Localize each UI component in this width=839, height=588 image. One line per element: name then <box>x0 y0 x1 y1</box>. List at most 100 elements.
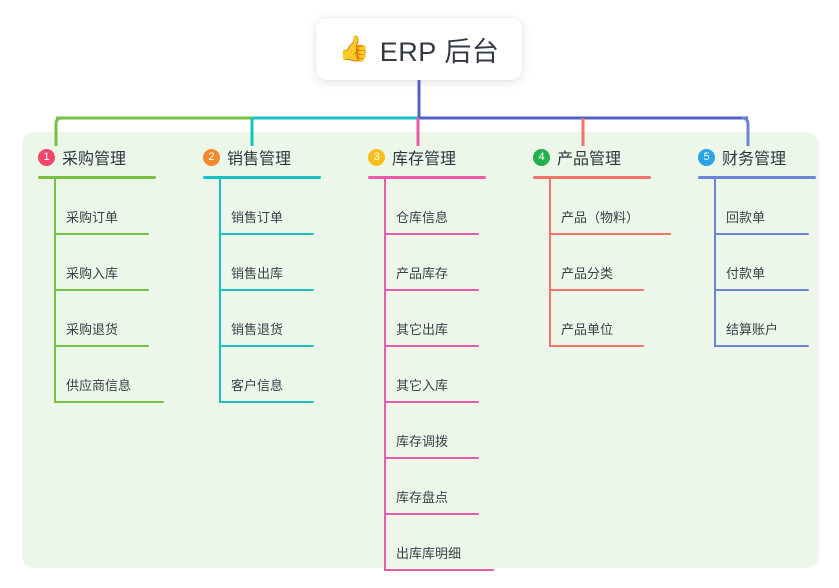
submodule-underline <box>549 233 671 235</box>
submodule-item[interactable]: 产品分类 <box>533 235 651 291</box>
column-spine <box>549 179 551 347</box>
modules-panel <box>22 132 819 568</box>
submodule-label: 采购入库 <box>66 266 119 281</box>
submodule-underline <box>714 233 809 235</box>
submodule-underline <box>714 345 809 347</box>
module-number-badge: 5 <box>698 148 715 166</box>
module-underline <box>533 176 651 179</box>
module-column-4: 4 产品管理产品（物料） 产品分类产品单位 <box>533 145 671 347</box>
submodule-underline <box>384 569 494 571</box>
submodule-label: 仓库信息 <box>396 210 449 225</box>
module-title: 财务管理 <box>722 151 787 168</box>
submodule-item[interactable]: 库存调拨 <box>368 403 486 459</box>
module-column-3: 3 库存管理仓库信息产品库存其它出库其它入库库存调拨库存盘点出库库明细 <box>368 145 494 571</box>
submodule-item[interactable]: 采购退货 <box>38 291 156 347</box>
submodule-list: 产品（物料） 产品分类产品单位 <box>533 179 671 347</box>
module-number-badge: 2 <box>203 148 220 166</box>
module-underline <box>38 176 156 179</box>
submodule-label: 其它出库 <box>396 322 449 337</box>
submodule-underline <box>549 289 644 291</box>
thumbs-up-icon: 👍 <box>338 34 370 63</box>
submodule-label: 客户信息 <box>231 378 284 393</box>
module-header-2[interactable]: 2 销售管理 <box>203 145 321 169</box>
submodule-item[interactable]: 仓库信息 <box>368 179 486 235</box>
submodule-underline <box>54 289 149 291</box>
submodule-underline <box>219 289 314 291</box>
submodule-item[interactable]: 出库库明细 <box>368 515 494 571</box>
submodule-label: 采购订单 <box>66 210 119 225</box>
submodule-label: 结算账户 <box>726 322 779 337</box>
submodule-item[interactable]: 回款单 <box>698 179 816 235</box>
module-column-1: 1 采购管理采购订单采购入库采购退货供应商信息 <box>38 145 164 403</box>
module-header-4[interactable]: 4 产品管理 <box>533 145 651 169</box>
submodule-label: 销售订单 <box>231 210 284 225</box>
root-title: ERP 后台 <box>379 36 500 67</box>
module-underline <box>203 176 321 179</box>
module-underline <box>368 176 486 179</box>
module-number-badge: 3 <box>368 148 385 166</box>
module-title: 库存管理 <box>392 151 457 168</box>
submodule-label: 产品（物料） <box>561 210 640 225</box>
submodule-label: 产品单位 <box>561 322 614 337</box>
submodule-item[interactable]: 产品（物料） <box>533 179 671 235</box>
submodule-item[interactable]: 采购入库 <box>38 235 156 291</box>
submodule-item[interactable]: 其它出库 <box>368 291 486 347</box>
module-header-1[interactable]: 1 采购管理 <box>38 145 156 169</box>
submodule-item[interactable]: 库存盘点 <box>368 459 486 515</box>
module-number-badge: 1 <box>38 148 55 166</box>
submodule-list: 回款单付款单结算账户 <box>698 179 816 347</box>
submodule-list: 采购订单采购入库采购退货供应商信息 <box>38 179 164 403</box>
submodule-label: 库存盘点 <box>396 490 449 505</box>
column-spine <box>384 179 386 571</box>
submodule-label: 其它入库 <box>396 378 449 393</box>
submodule-underline <box>549 345 644 347</box>
submodule-underline <box>384 513 479 515</box>
submodule-label: 付款单 <box>726 266 766 281</box>
submodule-item[interactable]: 结算账户 <box>698 291 816 347</box>
submodule-item[interactable]: 销售出库 <box>203 235 321 291</box>
submodule-underline <box>219 233 314 235</box>
submodule-label: 出库库明细 <box>396 546 462 561</box>
column-spine <box>54 179 56 403</box>
module-title: 销售管理 <box>227 151 292 168</box>
submodule-list: 仓库信息产品库存其它出库其它入库库存调拨库存盘点出库库明细 <box>368 179 494 571</box>
column-spine <box>219 179 221 403</box>
submodule-underline <box>54 345 149 347</box>
submodule-item[interactable]: 付款单 <box>698 235 816 291</box>
submodule-underline <box>384 457 479 459</box>
submodule-underline <box>219 401 314 403</box>
submodule-label: 销售退货 <box>231 322 284 337</box>
submodule-label: 回款单 <box>726 210 766 225</box>
submodule-label: 产品库存 <box>396 266 449 281</box>
submodule-underline <box>54 233 149 235</box>
module-column-5: 5 财务管理回款单付款单结算账户 <box>698 145 816 347</box>
module-header-3[interactable]: 3 库存管理 <box>368 145 486 169</box>
root-node[interactable]: 👍 ERP 后台 <box>316 18 522 80</box>
module-underline <box>698 176 816 179</box>
submodule-label: 产品分类 <box>561 266 614 281</box>
submodule-item[interactable]: 销售订单 <box>203 179 321 235</box>
submodule-underline <box>384 289 479 291</box>
submodule-item[interactable]: 供应商信息 <box>38 347 164 403</box>
submodule-list: 销售订单销售出库销售退货客户信息 <box>203 179 321 403</box>
module-title: 产品管理 <box>557 151 622 168</box>
submodule-underline <box>384 345 479 347</box>
module-header-5[interactable]: 5 财务管理 <box>698 145 816 169</box>
submodule-item[interactable]: 采购订单 <box>38 179 156 235</box>
submodule-label: 销售出库 <box>231 266 284 281</box>
submodule-label: 供应商信息 <box>66 378 132 393</box>
submodule-item[interactable]: 其它入库 <box>368 347 486 403</box>
submodule-item[interactable]: 客户信息 <box>203 347 321 403</box>
submodule-item[interactable]: 产品单位 <box>533 291 651 347</box>
submodule-underline <box>54 401 164 403</box>
module-title: 采购管理 <box>62 151 127 168</box>
submodule-item[interactable]: 销售退货 <box>203 291 321 347</box>
submodule-underline <box>714 289 809 291</box>
submodule-label: 库存调拨 <box>396 434 449 449</box>
module-number-badge: 4 <box>533 148 550 166</box>
submodule-item[interactable]: 产品库存 <box>368 235 486 291</box>
column-spine <box>714 179 716 347</box>
submodule-label: 采购退货 <box>66 322 119 337</box>
submodule-underline <box>384 233 479 235</box>
submodule-underline <box>384 401 479 403</box>
